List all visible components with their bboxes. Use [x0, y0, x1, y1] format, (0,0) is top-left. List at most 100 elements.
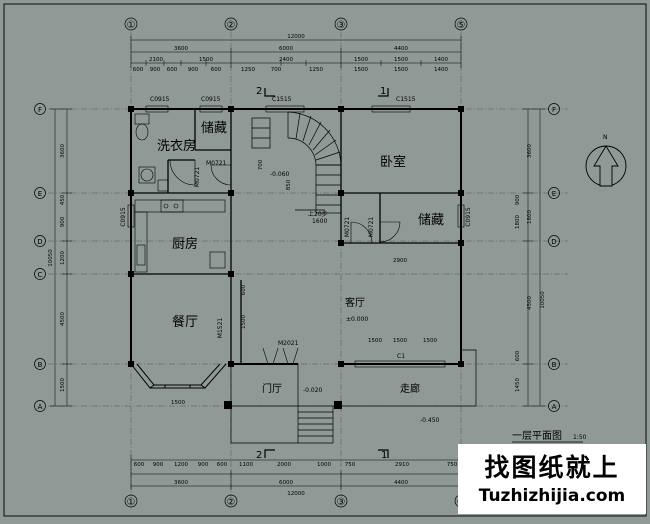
axis-bubbles-top: [124, 17, 468, 31]
axis-label-c-left: C: [38, 271, 43, 279]
dim-left-inner-1: 900: [60, 216, 66, 227]
axis-grid: [48, 32, 568, 496]
dim-bot-row1-7: 1000: [317, 462, 331, 468]
dim-top-row2-9: 1500: [394, 67, 408, 73]
axis-label-e-left: E: [38, 190, 42, 198]
room-storage-top: 储藏: [201, 121, 227, 136]
room-laundry: 洗衣房: [157, 138, 196, 154]
fixtures: [134, 113, 226, 273]
label-elev-stair: -0.060: [270, 171, 290, 178]
section-label-1-bottom: 1: [381, 450, 387, 461]
dim-left-outer-0: 3600: [60, 144, 66, 158]
label-m0721-d: M0721: [368, 217, 375, 238]
room-living: 客厅: [345, 296, 365, 309]
label-c0915-c: C0915: [120, 207, 127, 227]
label-stair-up: 上20步: [308, 210, 328, 218]
dim-bot-row1-6: 2000: [277, 462, 291, 468]
axis-bubbles-sides: [34, 103, 560, 412]
dim-top-row2-8: 1500: [354, 67, 368, 73]
axis-label-f-left: F: [38, 106, 42, 114]
dim-top-row2-2: 600: [167, 67, 178, 73]
dim-top-axis-2: 6000: [279, 46, 293, 52]
dim-right-inner-0: 900: [515, 194, 521, 205]
watermark-chinese-text: 找图纸就上: [484, 453, 620, 482]
label-c1: C1: [397, 353, 405, 360]
north-label: N: [603, 134, 608, 141]
dim-left-outer-2: 4500: [60, 312, 66, 326]
dim-bot-row1-2: 1200: [174, 462, 188, 468]
label-c1515-a: C1515: [272, 96, 292, 103]
north-arrow: [585, 145, 627, 187]
room-storage-right: 储藏: [418, 213, 444, 228]
top-dimension-lines: [130, 36, 462, 68]
windows: [127, 105, 465, 368]
label-stair-width: 1600: [312, 218, 327, 225]
dim-top-row2-6: 700: [271, 67, 282, 73]
watermark-url: Tuzhizhijia.com: [478, 486, 626, 506]
dim-top-row1-2: 2400: [279, 57, 293, 63]
dim-bot-row1-10: 750: [447, 462, 458, 468]
dim-bot-axis-3: 4400: [394, 480, 408, 486]
section-label-1-top: 1: [380, 86, 386, 97]
label-elev-living: ±0.000: [346, 316, 368, 323]
dim-bot-axis-2: 6000: [279, 480, 293, 486]
dim-right-inner-1: 1800: [515, 215, 521, 229]
axis-label-5-top: ⑤: [457, 20, 466, 31]
dim-interior-0: 2900: [393, 258, 407, 264]
drawing-scale: 1:50: [573, 434, 587, 441]
dim-top-row1-3: 1500: [354, 57, 368, 63]
section-label-2-top: 2: [256, 86, 262, 97]
dim-stair-1: 850: [286, 179, 292, 190]
dim-top-row1-5: 1400: [434, 57, 448, 63]
dim-interior-2: 1500: [393, 338, 407, 344]
room-dining: 餐厅: [172, 314, 198, 330]
dim-top-row1-4: 1500: [394, 57, 408, 63]
dim-bot-row1-5: 1100: [239, 462, 253, 468]
dim-left-inner-0: 450: [60, 194, 66, 205]
dim-total-top: 12000: [287, 34, 305, 40]
dim-top-axis-3: 4400: [394, 46, 408, 52]
drawing-title: 一层平面图: [512, 430, 562, 442]
label-elev-out: -0.450: [420, 417, 440, 424]
dim-top-row2-1: 900: [150, 67, 161, 73]
dim-right-total: 10050: [540, 291, 546, 309]
axis-label-d-left: D: [37, 238, 42, 246]
dim-right-inner-2: 600: [515, 350, 521, 361]
dim-right-outer-0: 3600: [527, 144, 533, 158]
drawing-frame: [3, 3, 647, 517]
section-label-2-bottom: 2: [256, 450, 262, 461]
dim-bot-row1-4: 600: [217, 462, 228, 468]
label-m0721-b: M0721: [194, 167, 201, 188]
dim-top-row2-3: 900: [188, 67, 199, 73]
room-corridor: 走廊: [400, 382, 420, 395]
label-elev-entry: -0.020: [303, 387, 323, 394]
axis-label-3-top: ③: [337, 20, 346, 31]
left-dimension-lines: [50, 108, 72, 407]
axis-label-b-right: B: [552, 361, 557, 369]
dim-top-row2-7: 1250: [309, 67, 323, 73]
axis-label-d-right: D: [551, 238, 556, 246]
dim-left-outer-3: 1500: [60, 378, 66, 392]
label-m2021: M2021: [278, 340, 299, 347]
dim-top-row1-0: 2100: [149, 57, 163, 63]
dim-interior-3: 1500: [423, 338, 437, 344]
dim-right-outer-2: 4500: [527, 296, 533, 310]
axis-label-2-top: ②: [227, 20, 236, 31]
dim-top-row2-4: 600: [211, 67, 222, 73]
axis-label-a-right: A: [552, 403, 557, 411]
dim-bot-row1-1: 900: [153, 462, 164, 468]
dim-top-row1-1: 1500: [199, 57, 213, 63]
bottom-dimension-lines: [130, 455, 462, 490]
label-c0915-a: C0915: [150, 96, 170, 103]
label-c0915-d: C0915: [465, 207, 472, 227]
room-kitchen: 厨房: [172, 236, 198, 252]
dim-left-total: 10050: [48, 249, 54, 267]
dim-bot-row1-0: 600: [134, 462, 145, 468]
dim-left-outer-1: 1200: [60, 251, 66, 265]
label-m0721-c: M0721: [344, 217, 351, 238]
dim-right-outer-1: 1800: [527, 210, 533, 224]
doors: [169, 159, 401, 365]
dim-interior-1: 1500: [368, 338, 382, 344]
